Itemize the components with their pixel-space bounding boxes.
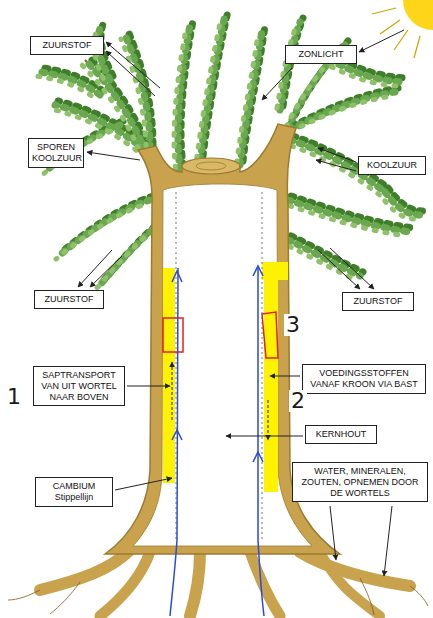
label-box: KERNHOUT xyxy=(305,425,377,444)
blue-arrow xyxy=(253,452,263,462)
box-text: ZUURSTOF xyxy=(346,296,410,307)
fine-root xyxy=(410,586,428,606)
highlight xyxy=(264,262,278,492)
cut-stump xyxy=(182,158,240,174)
sun-ray xyxy=(380,20,400,34)
leader-line xyxy=(90,256,122,287)
fine-root xyxy=(8,590,40,600)
leader-line xyxy=(359,30,404,52)
leader-line xyxy=(127,386,170,387)
sun xyxy=(403,0,433,30)
leader-line xyxy=(318,148,356,162)
leader-line xyxy=(270,376,300,377)
root xyxy=(100,552,150,616)
box-text: VOEDINGSSTOFFEN VANAF KROON VIA BAST xyxy=(306,368,422,390)
leader-line xyxy=(384,506,392,576)
leader-line xyxy=(330,506,336,560)
box-text: Stippellijn xyxy=(39,492,109,503)
cambium-line xyxy=(176,192,177,540)
leader-line xyxy=(316,160,356,171)
blue-arrow xyxy=(172,271,182,282)
label-box: ZUURSTOF xyxy=(34,290,104,309)
callout-number: 2 xyxy=(289,390,307,412)
red-mark xyxy=(262,312,278,358)
leader-line xyxy=(115,478,172,490)
blue-line xyxy=(170,268,178,616)
root xyxy=(190,552,200,616)
label-box: WATER, MINERALEN, ZOUTEN, OPNEMEN DOOR D… xyxy=(292,462,428,502)
cambium-line xyxy=(262,192,263,540)
red-mark xyxy=(163,318,183,352)
blue-arrow xyxy=(253,266,263,276)
box-text: ZUURSTOF xyxy=(34,40,100,51)
label-box: ZONLICHT xyxy=(285,45,357,64)
box-text: CAMBIUM xyxy=(39,481,109,492)
box-text: KOOLZUUR xyxy=(362,160,422,171)
fine-root xyxy=(360,578,374,615)
label-box: ZUURSTOF xyxy=(342,292,414,311)
leader-line xyxy=(330,248,374,289)
label-box: KOOLZUUR xyxy=(358,156,426,175)
leader-line xyxy=(106,42,160,88)
fine-roots xyxy=(8,578,428,615)
highlight xyxy=(262,262,288,280)
blue-arrow xyxy=(172,430,182,440)
box-text: KERNHOUT xyxy=(309,429,373,440)
flow-arrow xyxy=(172,362,173,420)
root xyxy=(300,552,410,586)
roots xyxy=(40,550,410,616)
sun-rays xyxy=(372,8,420,58)
box-text: ZONLICHT xyxy=(289,49,353,60)
callout-number: 3 xyxy=(284,314,302,336)
box-text: WATER, MINERALEN, ZOUTEN, OPNEMEN DOOR D… xyxy=(296,466,424,498)
box-text: ZUURSTOF xyxy=(38,294,100,305)
heartwood xyxy=(133,184,312,546)
blue-marks xyxy=(170,266,264,616)
box-text: SAPTRANSPORT VAN UIT WORTEL NAAR BOVEN xyxy=(37,370,121,402)
sun-ray xyxy=(414,36,420,58)
callout-number: 1 xyxy=(5,386,23,408)
label-box: VOEDINGSSTOFFEN VANAF KROON VIA BAST xyxy=(302,364,426,394)
label-box: CAMBIUMStippellijn xyxy=(35,477,113,507)
highlight xyxy=(163,268,175,483)
root xyxy=(250,552,280,616)
leader-line xyxy=(87,152,140,160)
root xyxy=(40,550,130,590)
label-box: SPOREN KOOLZUUR xyxy=(28,138,84,168)
box-text: SPOREN KOOLZUUR xyxy=(32,142,80,164)
fine-root xyxy=(50,582,80,614)
sun-ray xyxy=(372,8,396,14)
year-ring xyxy=(196,162,226,170)
label-box: SAPTRANSPORT VAN UIT WORTEL NAAR BOVEN xyxy=(33,366,125,406)
leader-line xyxy=(106,51,155,96)
label-box: ZUURSTOF xyxy=(30,36,104,55)
leader-line xyxy=(78,250,112,287)
leader-line xyxy=(262,68,292,100)
leader-line xyxy=(226,436,303,437)
root xyxy=(320,552,380,616)
sun-ray xyxy=(394,30,408,50)
flow-arrow xyxy=(268,400,269,440)
